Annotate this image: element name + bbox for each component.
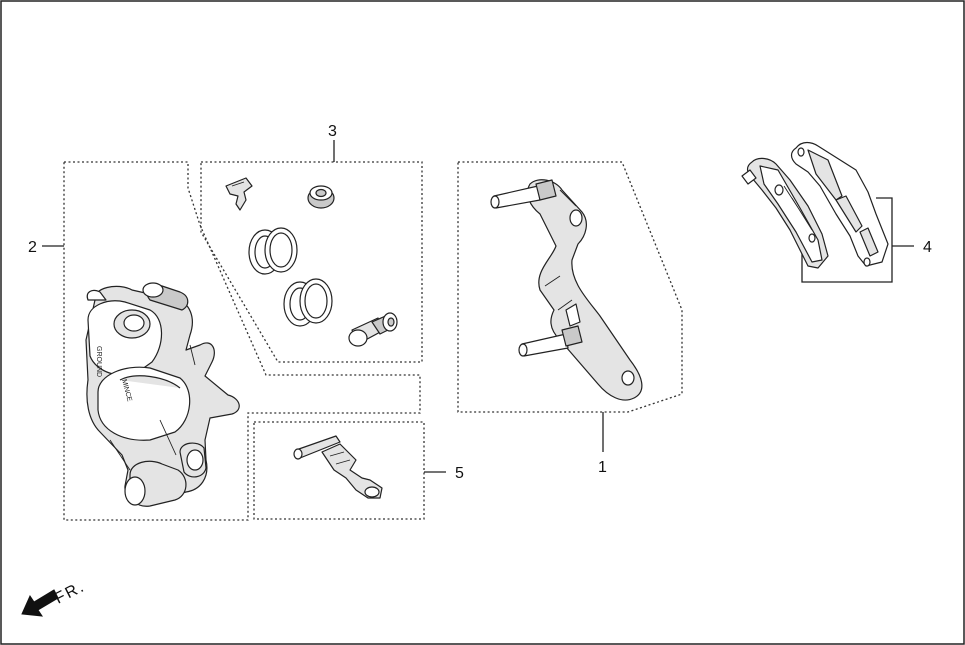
callout-5-label: 5 [455,465,464,482]
brake-pad-rear [790,141,889,267]
front-direction-label: FR. [52,578,88,608]
caliper-stamp-upper: GROUND [95,346,102,377]
pad-spring-clip [321,443,383,499]
callout-4-label: 4 [923,239,932,256]
group-2-boundary [63,161,421,521]
callout-2-label: 2 [28,239,37,256]
bleeder-screw [348,312,398,347]
caliper-body: GROUND MINCE [85,282,240,507]
pad-pin [293,435,341,460]
piston-seal-upper [248,227,298,275]
callout-1-label: 1 [598,459,607,476]
callout-3-label: 3 [328,123,337,140]
piston-seal-lower [283,278,333,327]
group-1-boundary [457,161,683,413]
bleeder-cap [307,185,335,209]
bleeder-clip [225,177,253,211]
front-direction-arrow-icon [21,589,59,617]
group-5-boundary [253,421,425,520]
caliper-bracket [490,179,643,401]
group-4-boundary [801,197,893,283]
brake-pad-front [741,157,829,269]
